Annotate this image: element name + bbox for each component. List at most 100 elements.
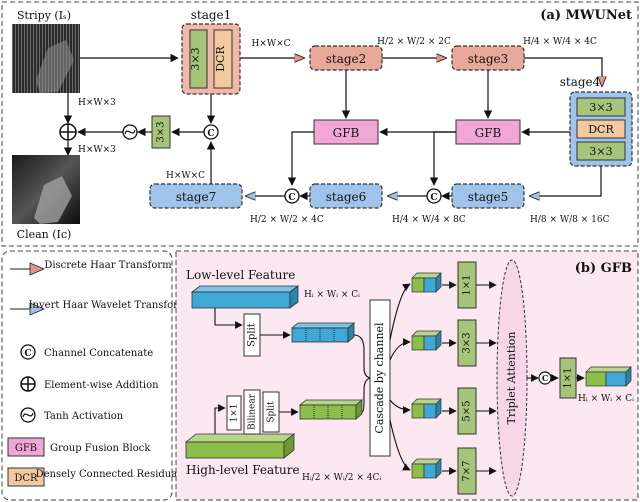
legend-item-concat: C Channel Concatenate	[20, 344, 153, 360]
bilinear-box	[243, 389, 261, 435]
concat-icon-67: C	[284, 188, 300, 204]
stage1-conv-label: 3×3	[189, 47, 202, 70]
legend-label-invert-haar: Invert Haar Wavelet Transform	[29, 300, 188, 311]
dim-hw3-top: H×W×3	[78, 98, 116, 108]
svg-text:C: C	[24, 349, 31, 359]
legend-label-dcr: Densely Connected Residual	[36, 469, 181, 480]
legend-label-tanh: Tanh Activation	[44, 411, 124, 422]
triplet-label: Triplet Attention	[505, 332, 518, 425]
legend-label-discrete-haar: Discrete Haar Transform	[44, 260, 172, 271]
cascade-box	[369, 299, 391, 457]
stage4-conv-top	[576, 97, 626, 117]
stage1-label: stage1	[191, 8, 232, 22]
high-level-feature-slab	[184, 433, 296, 459]
dim-hw3-bottom: H×W×3	[78, 145, 116, 155]
cascade-label: Cascade by channel	[373, 322, 386, 434]
gfb-left-block	[313, 119, 379, 145]
stage6-block	[309, 183, 383, 209]
stage4-label: stage4	[560, 75, 601, 89]
legend-dcr-symbol: DCR	[14, 473, 38, 484]
dim-hwc-top: H×W×C	[251, 39, 290, 49]
conv-vertical-label: 3×3	[156, 121, 167, 142]
branch-cube-2	[411, 330, 442, 351]
low-level-feature-slab	[190, 285, 300, 309]
gfb-legend-swatch	[7, 437, 45, 457]
legend-item-gfb: GFB Group Fusion Block	[7, 437, 151, 457]
legend-label-add: Element-wise Addition	[44, 380, 159, 391]
stage4-conv-bottom-label: 3×3	[589, 145, 612, 158]
stage3-label: stage3	[468, 52, 509, 66]
concat-icon-top: C	[203, 124, 219, 140]
dim-s7: H/2 × W/2 × 4C	[250, 215, 324, 225]
legend-frame	[1, 250, 173, 501]
split-high-cubes	[298, 399, 364, 420]
stage5-label: stage5	[468, 190, 509, 204]
stage5-block	[451, 183, 525, 209]
split-low-cubes	[290, 322, 356, 343]
branch-conv-1x1-label: 1×1	[462, 274, 473, 295]
high-level-label: High-level Feature	[186, 463, 300, 477]
tanh-icon	[122, 124, 138, 140]
branch-conv-5x5-label: 5×5	[462, 400, 473, 421]
svg-text:C: C	[207, 129, 214, 139]
branch-cube-3	[411, 398, 442, 419]
branch-conv-3x3-label: 3×3	[462, 332, 473, 353]
conv1x1-small-box	[226, 395, 242, 431]
stage4-conv-top-label: 3×3	[589, 101, 612, 114]
legend-item-tanh: Tanh Activation	[20, 407, 124, 423]
panel-b-title: (b) GFB	[575, 261, 632, 276]
stage1-conv	[189, 29, 208, 89]
svg-text:C: C	[542, 373, 548, 383]
conv1x1-small-label: 1×1	[230, 404, 240, 423]
legend-label-concat: Channel Concatenate	[44, 348, 153, 359]
legend-item-add: Element-wise Addition	[20, 376, 159, 392]
stage4-dcr-label: DCR	[588, 123, 614, 136]
branch-arrows	[389, 283, 411, 471]
gfb-right-label: GFB	[475, 126, 502, 140]
concat-icon-56: C	[426, 188, 442, 204]
stage7-label: stage7	[176, 190, 217, 204]
dcr-legend-swatch	[7, 467, 45, 487]
concat-icon-gfb: C	[538, 371, 552, 385]
split-top-label: Split	[247, 323, 258, 347]
legend-item-invert-haar: Invert Haar Wavelet Transform	[10, 300, 188, 316]
branch-cube-4	[411, 458, 442, 479]
split-bottom-label: Split	[267, 401, 277, 423]
element-wise-addition-icon	[59, 123, 77, 141]
stage4-dcr	[576, 119, 626, 139]
stripy-image-object	[36, 40, 74, 93]
output-dim: Hᵢ × Wᵢ × Cᵢ	[578, 394, 634, 404]
stage2-label: stage2	[326, 52, 367, 66]
stage1-dcr	[213, 29, 233, 89]
high-dim: Hᵢ/2 × Wᵢ/2 × 4Cᵢ	[302, 473, 381, 483]
low-dim: Hᵢ × Wᵢ × Cᵢ	[304, 290, 360, 300]
low-level-label: Low-level Feature	[186, 268, 295, 282]
dim-s5: H/8 × W/8 × 16C	[530, 215, 610, 225]
panel-a-title: (a) MWUNet	[540, 8, 632, 23]
dim-s6: H/4 × W/4 × 8C	[392, 215, 466, 225]
invert-haar-arrow-icon	[29, 302, 46, 316]
branch-cube-1	[411, 272, 442, 293]
gfb-left-label: GFB	[333, 126, 360, 140]
legend-label-gfb: Group Fusion Block	[50, 443, 151, 454]
clean-label: Clean (Iᴄ)	[17, 228, 72, 241]
svg-text:C: C	[288, 193, 295, 203]
dim-s3: H/4 × W/4 × 4C	[523, 37, 597, 47]
svg-text:C: C	[430, 193, 437, 203]
stripy-label: Stripy (Iₛ)	[17, 9, 71, 22]
final-conv-label: 1×1	[563, 367, 574, 388]
branch-conv-7x7-label: 7×7	[462, 460, 473, 481]
clean-image-object	[34, 176, 72, 224]
stage4-conv-bottom	[576, 141, 626, 161]
bilinear-label: Bilinear	[248, 393, 258, 430]
concat-legend-icon	[20, 344, 36, 360]
legend-gfb-symbol: GFB	[15, 443, 37, 454]
stage7-block	[149, 183, 243, 209]
dim-hwc-mid: H×W×C	[166, 171, 205, 181]
dim-s2: H/2 × W/2 × 2C	[377, 37, 451, 47]
output-feature-slab	[585, 366, 632, 387]
stage6-label: stage6	[326, 190, 367, 204]
gfb-right-block	[455, 119, 521, 145]
legend-item-discrete-haar: Discrete Haar Transform	[10, 260, 172, 276]
